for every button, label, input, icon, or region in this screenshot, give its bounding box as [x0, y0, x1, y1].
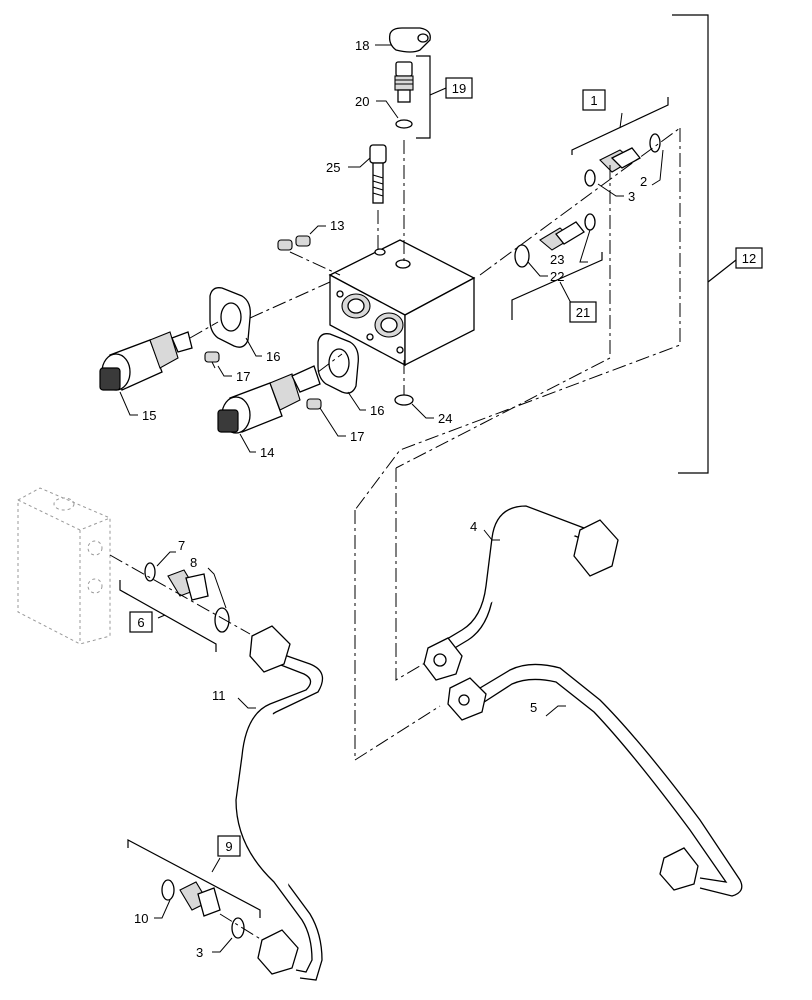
label-box-6 — [129, 611, 153, 633]
part-label-13: 13 — [330, 218, 344, 233]
o-ring-part-3-bottom — [231, 917, 245, 939]
o-ring-part-22 — [514, 244, 530, 268]
fitting-part-6 — [167, 569, 209, 601]
part-label-17-lower: 17 — [350, 429, 364, 444]
screw-part-17-upper — [204, 351, 220, 369]
valve-block-reference — [17, 487, 111, 645]
bracket-6 — [119, 580, 217, 652]
label-box-19 — [445, 77, 473, 99]
part-label-3-bottom: 3 — [196, 945, 203, 960]
pipe-part-4 — [423, 505, 619, 681]
part-label-11: 11 — [212, 688, 226, 703]
manifold-block — [328, 239, 476, 367]
bolt-part-25 — [369, 144, 387, 204]
label-box-21 — [569, 301, 597, 323]
part-label-10: 10 — [134, 911, 148, 926]
part-label-25: 25 — [326, 160, 340, 175]
label-box-12 — [735, 247, 763, 269]
part-label-4: 4 — [470, 519, 477, 534]
part-label-7: 7 — [178, 538, 185, 553]
o-ring-part-20 — [395, 119, 413, 129]
part-label-24: 24 — [438, 411, 452, 426]
solenoid-part-14 — [217, 365, 321, 434]
cap-part-18 — [388, 27, 431, 53]
o-ring-part-24 — [394, 394, 414, 406]
label-box-9 — [217, 835, 241, 857]
part-label-5: 5 — [530, 700, 537, 715]
bracket-12 — [672, 14, 709, 474]
solenoid-part-15 — [99, 331, 193, 391]
cartridge-part-19 — [394, 61, 414, 103]
part-label-2: 2 — [640, 174, 647, 189]
part-label-19: 19 — [452, 81, 466, 96]
part-label-17-upper: 17 — [236, 369, 250, 384]
o-ring-part-7 — [144, 562, 156, 582]
bracket-9 — [127, 839, 261, 918]
label-box-1 — [582, 89, 606, 111]
part-label-8: 8 — [190, 555, 197, 570]
part-label-18: 18 — [355, 38, 369, 53]
pipe-part-5 — [447, 663, 743, 897]
part-label-16-lower: 16 — [370, 403, 384, 418]
part-label-21: 21 — [576, 305, 590, 320]
part-label-9: 9 — [225, 839, 232, 854]
fitting-part-9 — [179, 881, 221, 917]
part-label-14: 14 — [260, 445, 274, 460]
part-label-12: 12 — [742, 251, 756, 266]
part-label-23: 23 — [550, 252, 564, 267]
part-label-22: 22 — [550, 269, 564, 284]
part-label-16-upper: 16 — [266, 349, 280, 364]
gasket-part-16-lower — [317, 333, 359, 394]
part-label-20: 20 — [355, 94, 369, 109]
part-label-1: 1 — [590, 93, 597, 108]
pipe-part-11 — [235, 625, 324, 981]
screw-part-17-lower — [306, 398, 322, 410]
o-ring-part-3-top — [584, 169, 596, 187]
bracket-21 — [511, 252, 603, 320]
gasket-part-16-upper — [209, 287, 251, 348]
o-ring-part-10 — [161, 879, 175, 901]
part-label-15: 15 — [142, 408, 156, 423]
check-valve-part-1 — [599, 147, 641, 173]
part-label-6: 6 — [137, 615, 144, 630]
part-label-3-top: 3 — [628, 189, 635, 204]
valve-part-21 — [539, 221, 585, 251]
plugs-part-13 — [277, 235, 311, 251]
o-ring-part-23 — [584, 213, 596, 231]
o-ring-part-8 — [214, 607, 230, 633]
o-ring-part-2 — [649, 133, 661, 153]
